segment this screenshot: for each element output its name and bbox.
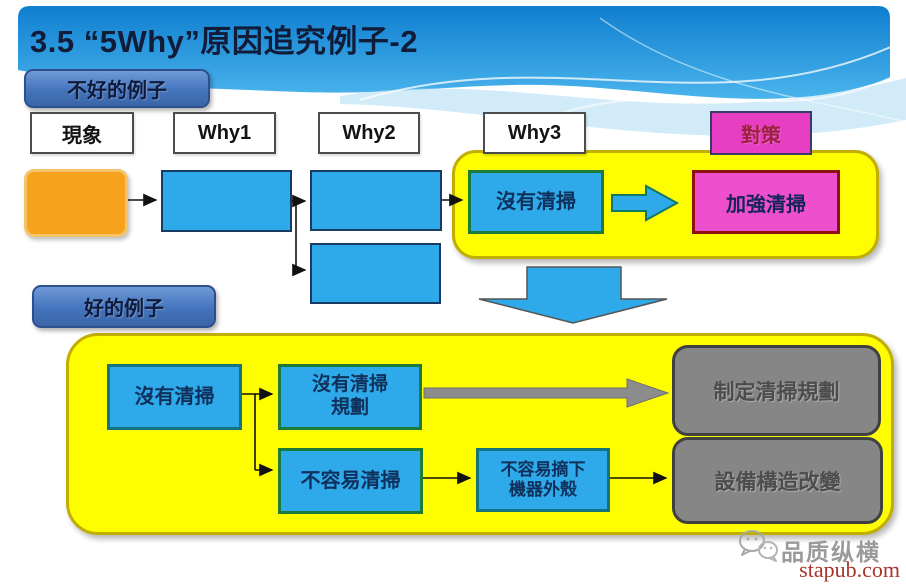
bad-countermeasure-box: 加強清掃: [692, 170, 840, 234]
result-structure-box: 設備構造改變: [672, 437, 883, 524]
good-no-plan-line2: 規劃: [330, 397, 369, 418]
slide-title: 3.5 “5Why”原因追究例子-2: [30, 24, 418, 59]
site-watermark: stapub.com: [799, 557, 900, 582]
column-phenomenon: 現象: [30, 112, 134, 154]
why2-empty-box-top: [310, 170, 442, 231]
bad-why3-cause-box: 沒有清掃: [468, 170, 604, 234]
good-hard-remove-line1: 不容易摘下: [500, 459, 586, 479]
wechat-bubbles-icon: [739, 530, 778, 562]
good-no-plan-box: 沒有清掃 規劃: [278, 364, 422, 430]
bad-example-badge: 不好的例子: [24, 69, 210, 108]
column-why3: Why3: [483, 112, 586, 154]
column-countermeasure: 對策: [710, 111, 812, 155]
phenomenon-box: [24, 169, 128, 237]
good-no-plan-line1: 沒有清掃: [311, 374, 388, 396]
column-why1: Why1: [173, 112, 276, 154]
good-cause-box: 沒有清掃: [107, 364, 242, 430]
result-plan-box: 制定清掃規劃: [672, 345, 881, 436]
good-example-badge: 好的例子: [32, 285, 216, 328]
brand-watermark: 品质纵横: [781, 539, 881, 565]
good-hard-remove-line2: 機器外殼: [509, 480, 577, 499]
good-hard-remove-box: 不容易摘下 機器外殼: [476, 448, 610, 512]
good-hard-clean-box: 不容易清掃: [278, 448, 423, 514]
why1-empty-box: [161, 170, 292, 232]
why2-empty-box-bottom: [310, 243, 441, 304]
column-why2: Why2: [318, 112, 420, 154]
